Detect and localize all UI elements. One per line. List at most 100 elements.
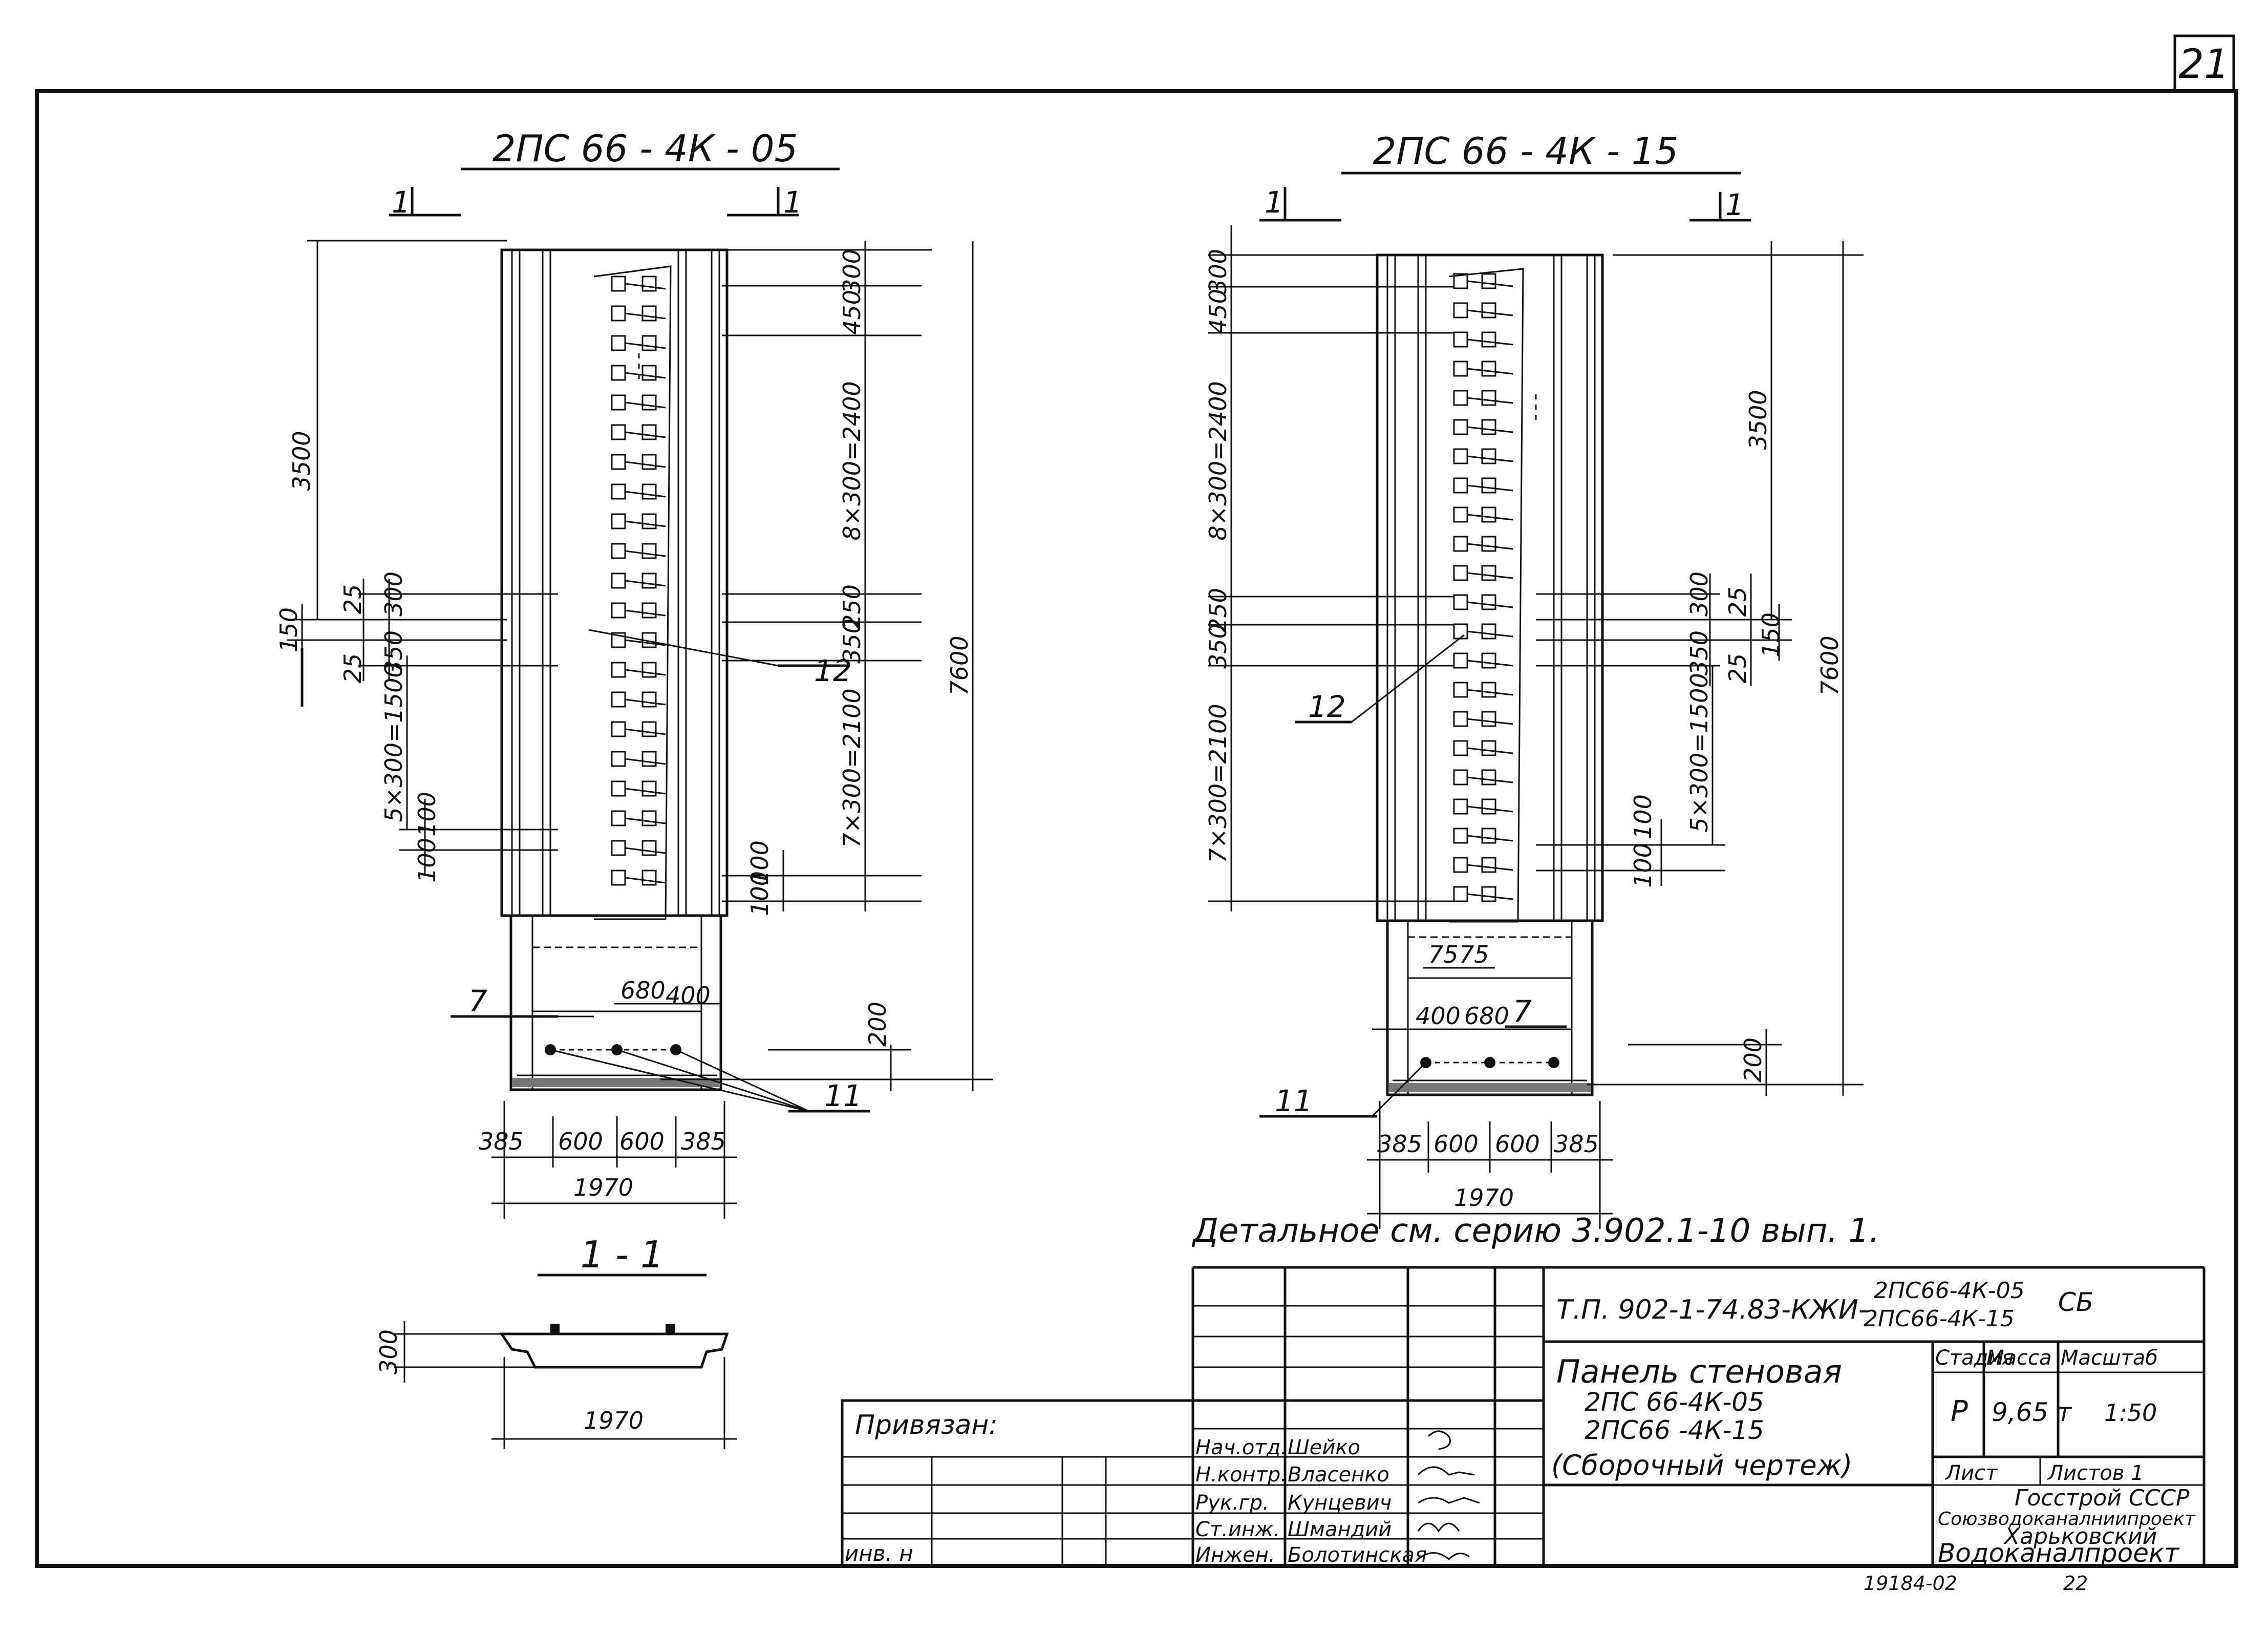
right-section-mark-1: 1 [1259, 185, 1341, 222]
anchor-stub [625, 550, 666, 557]
svg-text:300: 300 [375, 1329, 402, 1374]
bound-label: Привязан: [855, 1410, 998, 1440]
embedded-plate [1453, 828, 1468, 844]
svg-text:7600: 7600 [1816, 635, 1844, 695]
svg-text:75: 75 [1428, 941, 1459, 968]
embedded-plate [1453, 536, 1468, 552]
svg-text:1:50: 1:50 [2104, 1399, 2157, 1427]
svg-text:11: 11 [824, 1078, 862, 1113]
svg-text:Союзводоканалниипроект: Союзводоканалниипроект [1938, 1509, 2196, 1530]
anchor-stub [1467, 397, 1513, 404]
left-bottom-dims: 385 600 600 385 1970 [479, 1101, 737, 1219]
embedded-plate [611, 869, 626, 886]
right-embedded-plates [1453, 273, 1513, 902]
embedded-plate [641, 483, 657, 500]
anchor-stub [1467, 426, 1513, 433]
anchor-stub [1467, 864, 1513, 871]
embedded-plate [1481, 828, 1496, 844]
embedded-plate [1453, 419, 1468, 435]
embedded-plate [611, 840, 626, 856]
embedded-plate [1453, 390, 1468, 406]
anchor-stub [625, 372, 666, 379]
anchor-stub [1467, 455, 1513, 462]
svg-text:9,65 т: 9,65 т [1992, 1397, 2072, 1427]
left-rebar-ends: 11 [545, 1044, 870, 1113]
embedded-plate [611, 424, 626, 440]
svg-text:Ст.инж.: Ст.инж. [1195, 1518, 1280, 1541]
anchor-stub [1467, 893, 1513, 900]
svg-text:8×300=2400: 8×300=2400 [1204, 381, 1232, 540]
right-bottom-dims: 385 600 600 385 1970 [1367, 1101, 1613, 1229]
svg-text:200: 200 [864, 1002, 891, 1047]
right-dims-left: 300 450 8×300=2400 250 350 7×300=2100 [1204, 225, 1454, 911]
embedded-plate [1453, 711, 1468, 727]
svg-text:Масса: Масса [1986, 1346, 2052, 1370]
svg-text:1: 1 [1265, 185, 1283, 220]
right-view: 2ПС 66 - 4К - 15 1 1 [1204, 130, 1864, 1229]
left-inner-dims: 680 400 [614, 977, 722, 1009]
svg-text:150: 150 [275, 607, 303, 652]
left-embedded-plates [611, 275, 666, 886]
anchor-stub [1467, 543, 1513, 550]
svg-text:7: 7 [1513, 994, 1532, 1029]
svg-text:7600: 7600 [946, 635, 973, 695]
embedded-plate [611, 513, 626, 529]
reference-note: Детальное см. серию 3.902.1-10 вып. 1. [1191, 1212, 1879, 1250]
svg-text:25: 25 [1724, 653, 1751, 684]
svg-text:300: 300 [838, 249, 866, 294]
svg-text:400: 400 [1416, 1002, 1461, 1030]
embedded-plate [641, 602, 657, 619]
svg-text:Харьковский: Харьковский [2003, 1523, 2157, 1550]
embedded-plate [641, 572, 657, 589]
svg-text:11: 11 [1275, 1084, 1313, 1118]
embedded-plate [641, 424, 657, 440]
embedded-plate [611, 335, 626, 351]
svg-text:Р: Р [1951, 1395, 1968, 1428]
anchor-stub [1467, 514, 1513, 521]
embedded-plate [1481, 857, 1496, 873]
svg-text:100: 100 [413, 838, 441, 883]
embedded-plate [1481, 390, 1496, 406]
embedded-plate [611, 780, 626, 797]
embedded-plate [641, 751, 657, 767]
svg-text:3500: 3500 [288, 431, 315, 491]
left-panel-body [500, 248, 729, 1091]
svg-text:Масштаб: Масштаб [2061, 1346, 2158, 1370]
embedded-plate [1453, 857, 1468, 873]
svg-text:12: 12 [814, 653, 852, 688]
svg-text:600: 600 [558, 1128, 603, 1155]
anchor-stub [625, 698, 666, 706]
drawing-name-3: 2ПС66 -4К-15 [1585, 1415, 1764, 1445]
embedded-plate [1453, 506, 1468, 523]
anchor-stub [1467, 660, 1513, 667]
embedded-plate [1481, 594, 1496, 610]
embedded-plate [611, 751, 626, 767]
svg-text:1970: 1970 [584, 1407, 644, 1434]
svg-text:12: 12 [1308, 689, 1346, 724]
embedded-plate [641, 335, 657, 351]
section-1-1: 1 - 1 300 1970 [375, 1233, 737, 1449]
svg-text:Кунцевич: Кунцевич [1288, 1491, 1392, 1515]
anchor-stub [625, 283, 666, 290]
embedded-plate [1481, 886, 1496, 902]
embedded-plate [611, 365, 626, 381]
embedded-plate [611, 275, 626, 292]
embedded-plate [1453, 448, 1468, 464]
embedded-plate [1453, 302, 1468, 319]
svg-text:100: 100 [413, 792, 441, 837]
right-callout-7: 7 [1505, 994, 1567, 1029]
anchor-stub [1467, 572, 1513, 579]
svg-text:25: 25 [339, 653, 367, 684]
embedded-plate [611, 394, 626, 411]
embedded-plate [641, 543, 657, 559]
embedded-plate [1453, 331, 1468, 348]
anchor-stub [625, 461, 666, 468]
svg-text:680: 680 [621, 977, 666, 1004]
anchor-stub [1467, 601, 1513, 608]
embedded-plate [1481, 419, 1496, 435]
svg-text:5×300=1500: 5×300=1500 [1685, 673, 1713, 832]
drawing-frame [35, 89, 2238, 1568]
anchor-stub [1467, 776, 1513, 783]
embedded-plate [1453, 886, 1468, 902]
